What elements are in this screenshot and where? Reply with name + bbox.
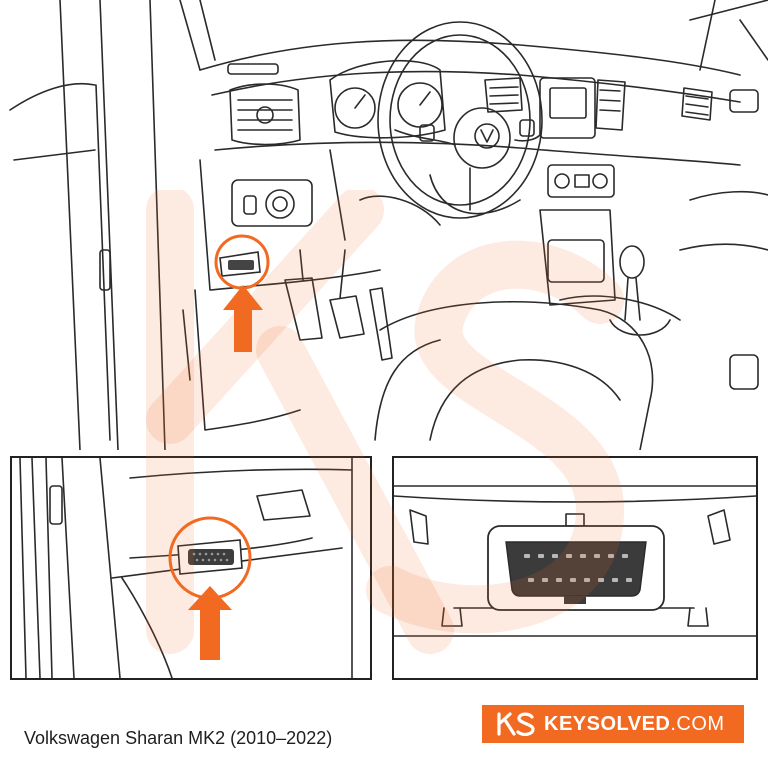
- center-vent-left: [485, 78, 522, 112]
- obd-port-main: [220, 252, 260, 276]
- center-vent-right: [596, 80, 625, 130]
- steering-wheel: [378, 22, 542, 218]
- climate-controls: [548, 165, 614, 197]
- accelerator-pedal: [370, 288, 392, 360]
- vw-logo-icon: [475, 124, 499, 148]
- light-switch-panel: [232, 180, 312, 226]
- brand-name: KEYSOLVED: [544, 712, 671, 735]
- brake-pedal: [330, 296, 364, 338]
- door-latch: [100, 250, 110, 290]
- ks-logo-icon: [496, 712, 536, 736]
- vehicle-caption: Volkswagen Sharan MK2 (2010–2022): [24, 728, 333, 748]
- obd-arrow-main: [223, 285, 263, 352]
- dashboard-illustration: [0, 0, 768, 450]
- left-air-vent: [230, 84, 300, 145]
- infotainment-screen: [540, 78, 595, 138]
- connector-closeup: [394, 458, 756, 678]
- obd-arrow-closeup: [188, 586, 232, 660]
- driver-seat: [380, 302, 653, 450]
- seatbelt-buckle: [730, 355, 758, 389]
- obd-connector-face: [488, 526, 664, 610]
- obd-port-closeup: [178, 540, 242, 574]
- location-closeup: [12, 458, 370, 678]
- instrument-cluster: [330, 61, 445, 138]
- right-air-vent: [682, 88, 712, 120]
- detail-panel-connector: [392, 456, 758, 680]
- clutch-pedal: [285, 278, 322, 340]
- brand-domain-suffix: .COM: [670, 712, 725, 735]
- detail-panel-location: [10, 456, 372, 680]
- keysolved-wordmark: KEYSOLVED.COM: [544, 713, 725, 736]
- center-console: [540, 210, 615, 305]
- gear-knob: [620, 246, 644, 278]
- defrost-vent: [228, 64, 278, 74]
- keysolved-badge[interactable]: KEYSOLVED.COM: [482, 705, 744, 743]
